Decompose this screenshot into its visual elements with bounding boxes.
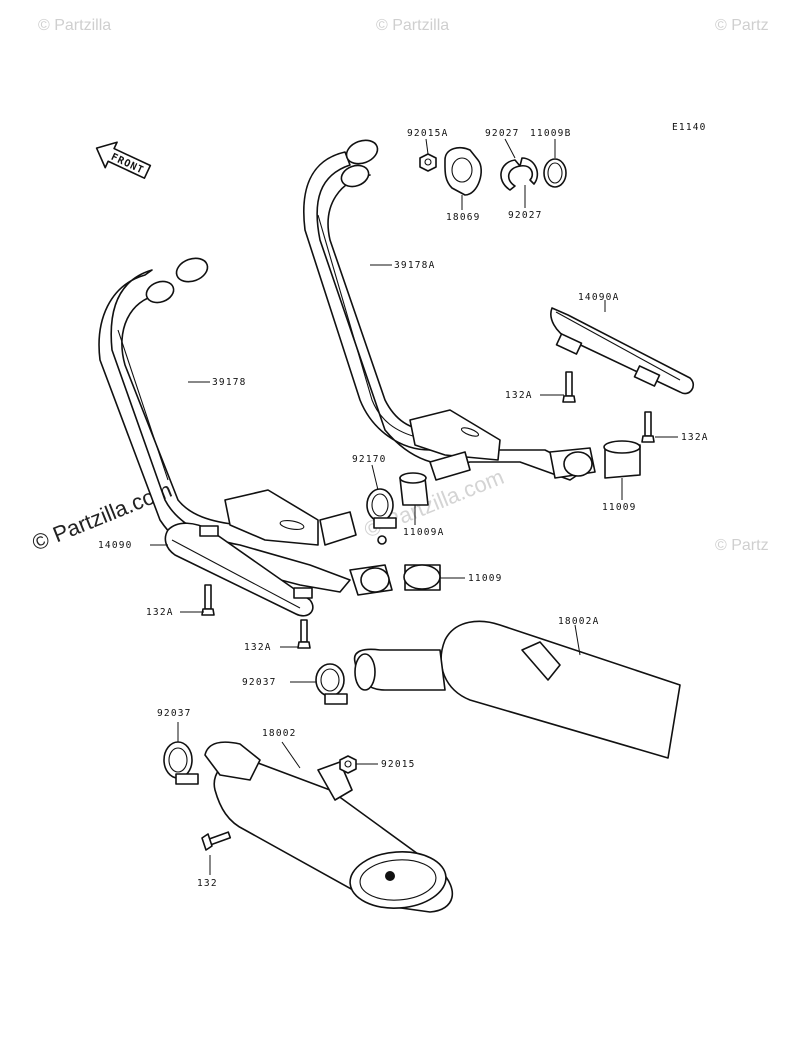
watermark-top-right: © Partz xyxy=(715,17,769,34)
gasket-11009b xyxy=(543,158,567,188)
label-92037-center: 92037 xyxy=(242,677,277,688)
label-132a-center: 132A xyxy=(244,642,272,653)
clamp-92170 xyxy=(366,488,397,545)
muffler-18002a xyxy=(353,620,681,759)
leader-lines xyxy=(150,138,678,875)
label-11009a: 11009A xyxy=(403,527,445,538)
gasket-11009-right xyxy=(603,440,641,479)
watermark-top-left: © Partzilla xyxy=(38,17,111,34)
heat-shield-14090a xyxy=(550,307,695,395)
label-39178a: 39178A xyxy=(394,260,436,271)
label-132a-right-lower: 132A xyxy=(681,432,709,443)
flange-18069 xyxy=(444,146,482,196)
gasket-11009-center xyxy=(403,564,441,591)
label-92015: 92015 xyxy=(381,759,416,770)
label-132: 132 xyxy=(197,878,218,889)
label-18069: 18069 xyxy=(446,212,481,223)
bolt-132 xyxy=(201,831,232,851)
gasket-11009a xyxy=(399,472,429,506)
watermark-right: © Partz xyxy=(715,537,769,554)
clamp-92037-center xyxy=(315,663,348,705)
watermark-top-center: © Partzilla xyxy=(376,17,449,34)
label-132a-left: 132A xyxy=(146,607,174,618)
label-11009-center: 11009 xyxy=(468,573,503,584)
label-18002: 18002 xyxy=(262,728,297,739)
label-92015a: 92015A xyxy=(407,128,449,139)
label-14090a: 14090A xyxy=(578,292,620,303)
nut-92015a xyxy=(419,153,437,172)
label-18002a: 18002A xyxy=(558,616,600,627)
bolt-132a-center xyxy=(297,619,311,649)
bolt-132a-right-upper xyxy=(562,371,576,403)
front-direction-arrow: FRONT xyxy=(95,141,152,179)
label-92037-left: 92037 xyxy=(157,708,192,719)
header-pipe-39178a xyxy=(303,139,596,481)
label-11009-right: 11009 xyxy=(602,502,637,513)
clamp-92037-left xyxy=(163,741,199,785)
header-pipe-39178 xyxy=(98,257,393,596)
diagram-code: E1140 xyxy=(672,122,707,133)
label-92027-top: 92027 xyxy=(485,128,520,139)
nut-92015 xyxy=(339,755,357,774)
label-39178: 39178 xyxy=(212,377,247,388)
bolt-132a-left xyxy=(201,584,215,616)
label-132a-right-upper: 132A xyxy=(505,390,533,401)
split-keeper-92027 xyxy=(500,157,539,191)
bolt-132a-right-lower xyxy=(641,411,655,443)
heat-shield-14090 xyxy=(164,522,314,617)
label-14090: 14090 xyxy=(98,540,133,551)
label-92027-bottom: 92027 xyxy=(508,210,543,221)
label-11009b: 11009B xyxy=(530,128,572,139)
label-92170: 92170 xyxy=(352,454,387,465)
muffler-18002 xyxy=(204,741,454,913)
